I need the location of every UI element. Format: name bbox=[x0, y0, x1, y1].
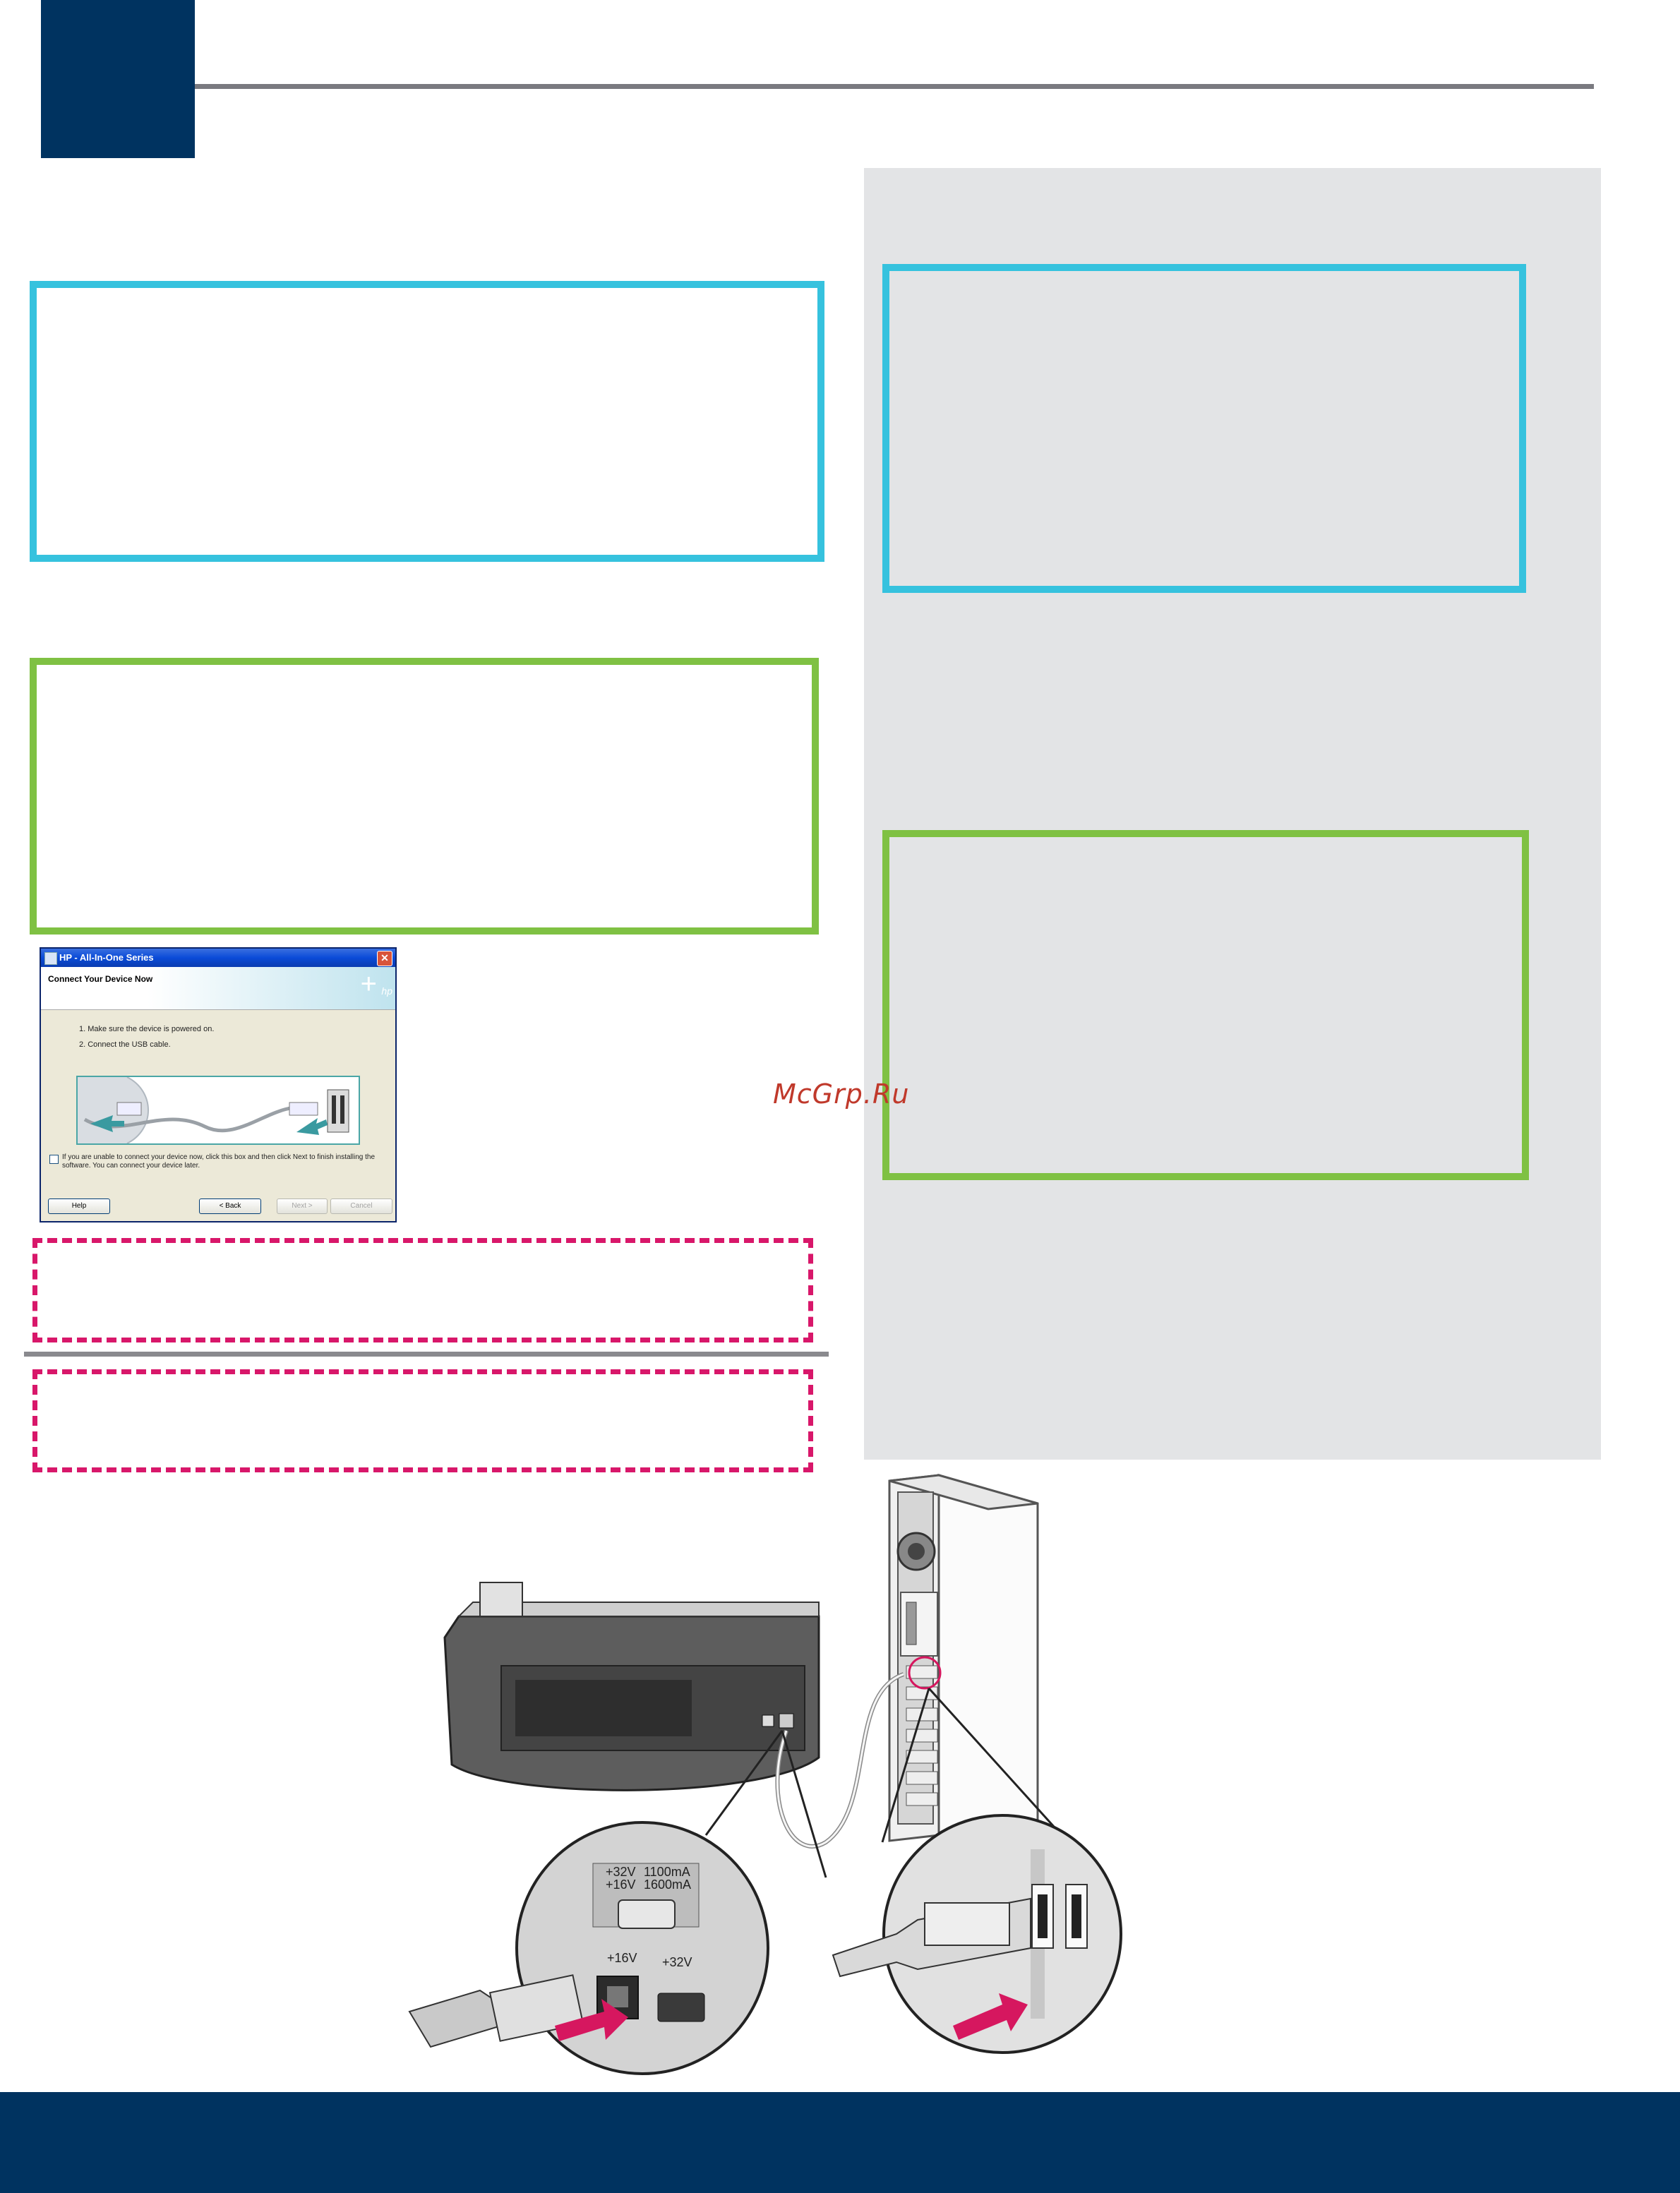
connect-later-checkbox[interactable] bbox=[49, 1155, 59, 1164]
back-button[interactable]: < Back bbox=[199, 1198, 261, 1214]
insert-arrow-icon bbox=[555, 1999, 628, 2041]
step-2-text: 2. Connect the USB cable. bbox=[79, 1040, 171, 1049]
dashed-note-box-2 bbox=[32, 1369, 813, 1472]
usb-cable-icon bbox=[78, 1076, 349, 1144]
insert-arrow-icon bbox=[953, 1993, 1028, 2040]
cyan-frame-left bbox=[30, 281, 824, 562]
port-label-16v: +16V bbox=[606, 1877, 636, 1892]
app-icon bbox=[44, 952, 57, 965]
header-rule bbox=[195, 84, 1594, 89]
computer-port-zoom bbox=[832, 1814, 1122, 2054]
sidebar-panel bbox=[864, 168, 1601, 1460]
cancel-button[interactable]: Cancel bbox=[330, 1198, 392, 1214]
dialog-title: HP - All-In-One Series bbox=[59, 952, 154, 963]
corner-block bbox=[41, 0, 195, 158]
dialog-heading: Connect Your Device Now bbox=[48, 974, 153, 984]
dialog-titlebar: HP - All-In-One Series ✕ bbox=[41, 949, 395, 967]
dashed-note-box-1 bbox=[32, 1238, 813, 1342]
port-label-bottom-16v: +16V bbox=[607, 1951, 637, 1965]
port-label-bottom-32v: +32V bbox=[662, 1955, 692, 1969]
footer-bar bbox=[0, 2092, 1680, 2193]
usb-connection-picture bbox=[76, 1076, 360, 1145]
dialog-banner: Connect Your Device Now + hp bbox=[41, 967, 395, 1010]
next-button[interactable]: Next > bbox=[277, 1198, 328, 1214]
close-icon[interactable]: ✕ bbox=[377, 951, 392, 966]
port-label-32v: +32V bbox=[606, 1865, 636, 1879]
printer-port-zoom: +32V +16V 1100mA 1600mA +16V +32V bbox=[408, 1821, 769, 2075]
usb-connection-illustration: +32V +16V 1100mA 1600mA +16V +32V bbox=[408, 1474, 1122, 2075]
help-button[interactable]: Help bbox=[48, 1198, 110, 1214]
hp-logo-icon: hp bbox=[381, 985, 392, 997]
step-1-text: 1. Make sure the device is powered on. bbox=[79, 1025, 215, 1033]
section-divider bbox=[24, 1352, 829, 1357]
computer-tower bbox=[888, 1474, 1039, 1842]
port-label-1100ma: 1100mA bbox=[644, 1865, 690, 1879]
printer-rear bbox=[443, 1582, 820, 1791]
cyan-frame-right bbox=[882, 264, 1526, 593]
connect-later-label: If you are unable to connect your device… bbox=[62, 1153, 376, 1170]
plus-icon: + bbox=[360, 968, 377, 999]
watermark: McGrp.Ru bbox=[773, 1079, 910, 1110]
green-frame-left bbox=[30, 658, 819, 935]
port-label-1600ma: 1600mA bbox=[644, 1877, 691, 1892]
green-frame-right bbox=[882, 830, 1529, 1180]
installer-dialog: HP - All-In-One Series ✕ Connect Your De… bbox=[40, 947, 397, 1222]
